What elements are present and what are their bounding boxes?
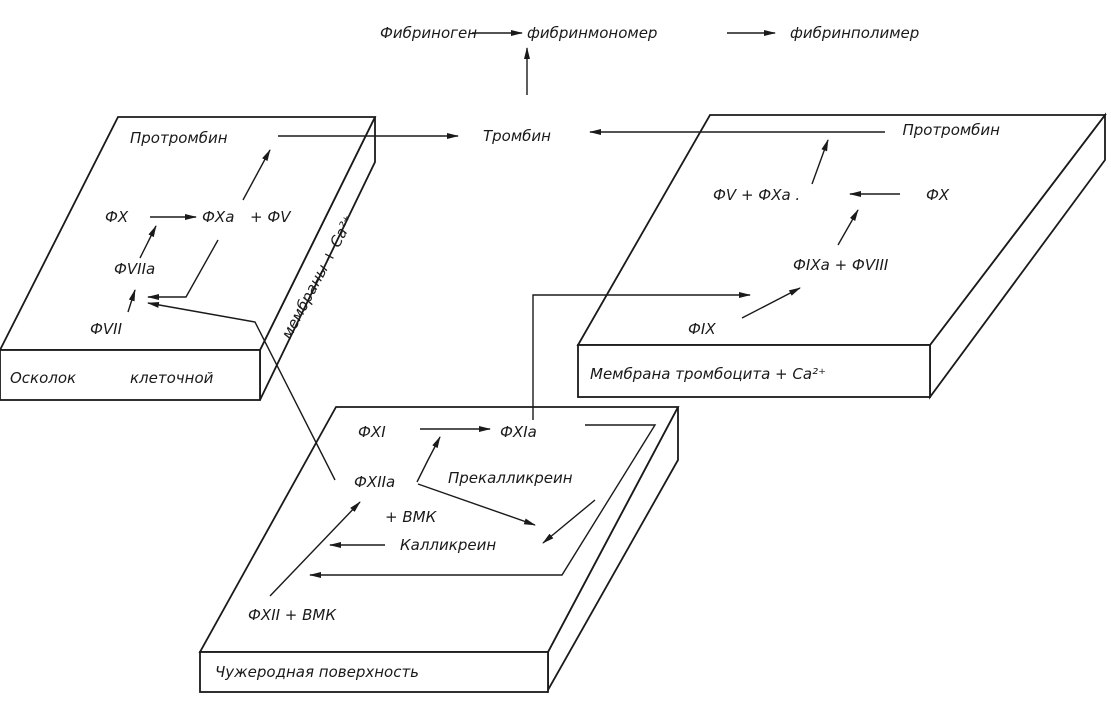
fviia-label: ФVIIa xyxy=(114,260,155,278)
fixa-fviii-label: ФIXa + ФVIII xyxy=(793,256,889,274)
fibrin-polymer-label: фибринполимер xyxy=(790,24,919,42)
fv-label: + ФV xyxy=(250,208,292,226)
arrow-fxia-to-fix xyxy=(532,292,751,420)
fxii-hmk-label: ФXII + ВМК xyxy=(248,606,337,624)
plus-hmk-label: + ВМК xyxy=(385,508,438,526)
arrow-prekallikrein-to-kallikrein xyxy=(417,483,536,526)
fxia-label: ФXIa xyxy=(500,423,537,441)
foreign-surface-box: ФXI ФXIa ФXIIa Прекалликреин + ВМК Калли… xyxy=(147,292,751,694)
arrow-fxiia-to-fvii xyxy=(147,301,336,481)
fibrinogen-label: Фибриноген xyxy=(380,24,477,42)
arrow-fxa-to-prothrombin xyxy=(242,149,271,201)
front-label: Чужеродная поверхность xyxy=(215,663,419,681)
arrow-fviia-to-reaction xyxy=(139,225,157,259)
arrow-fix-to-fixa xyxy=(741,287,801,319)
fx-label: ФX xyxy=(926,186,950,204)
fxiia-label: ФXIIa xyxy=(354,473,395,491)
arrow-fixa-to-fx xyxy=(837,209,859,246)
cell-fragment-box: Протромбин ФX ФXa + ФV ФVIIa ФVII мембра… xyxy=(0,116,459,401)
arrow-fvii-to-fviia xyxy=(127,289,136,313)
fx-label: ФX xyxy=(105,208,129,226)
fxi-label: ФXI xyxy=(358,423,386,441)
box-front-face xyxy=(199,651,549,693)
fv-fxa-label: ФV + ФXa . xyxy=(713,186,800,204)
platelet-membrane-box: Протромбин ФV + ФXa . ФX ФIXa + ФVIII ФI… xyxy=(576,112,1107,400)
arrow-prekallikrein-down xyxy=(542,499,596,544)
front-label-2: клеточной xyxy=(130,369,214,387)
box-front-face xyxy=(0,349,261,401)
prothrombin-label: Протромбин xyxy=(902,121,1000,139)
feedback-fxia-loop xyxy=(309,424,657,578)
fibrin-monomer-label: фибринмономер xyxy=(527,24,657,42)
arrow-fxii-to-fxiia xyxy=(269,501,361,597)
front-label-1: Осколок xyxy=(10,369,76,387)
feedback-fxa-to-fvii xyxy=(147,239,219,300)
arrow-fxiia-to-fxi xyxy=(416,436,441,483)
arrow-fxa-to-prothrombin xyxy=(811,139,829,185)
fix-label: ФIX xyxy=(688,320,716,338)
kallikrein-label: Калликреин xyxy=(400,536,496,554)
fvii-label: ФVII xyxy=(90,320,123,338)
fxa-label: ФXa xyxy=(202,208,234,226)
box-front-face xyxy=(577,344,931,398)
prekallikrein-label: Прекалликреин xyxy=(448,469,573,487)
prothrombin-label: Протромбин xyxy=(130,129,228,147)
front-label: Мембрана тромбоцита + Ca²⁺ xyxy=(590,365,826,383)
thrombin-label: Тромбин xyxy=(483,127,551,145)
